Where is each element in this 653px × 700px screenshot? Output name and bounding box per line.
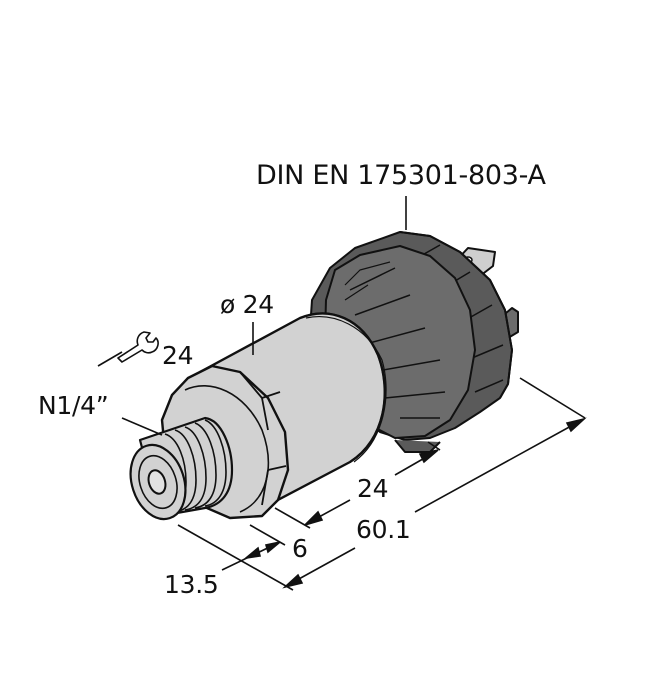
thread-label: N1/4” <box>38 391 109 420</box>
leader-lines <box>97 351 163 436</box>
dimension-lines <box>177 377 587 591</box>
dim-connector-length-label: 24 <box>357 474 389 503</box>
dim-hex-height-label: 6 <box>292 534 308 563</box>
dim-overall-length-label: 60.1 <box>356 515 411 544</box>
thread-fitting <box>129 416 234 521</box>
wrench-size-label: 24 <box>162 341 194 370</box>
dim-thread-length-label: 13.5 <box>164 570 219 599</box>
body-diameter-label: ø 24 <box>220 290 274 319</box>
wrench-icon <box>117 331 159 363</box>
connector-standard-label: DIN EN 175301-803-A <box>256 160 546 191</box>
